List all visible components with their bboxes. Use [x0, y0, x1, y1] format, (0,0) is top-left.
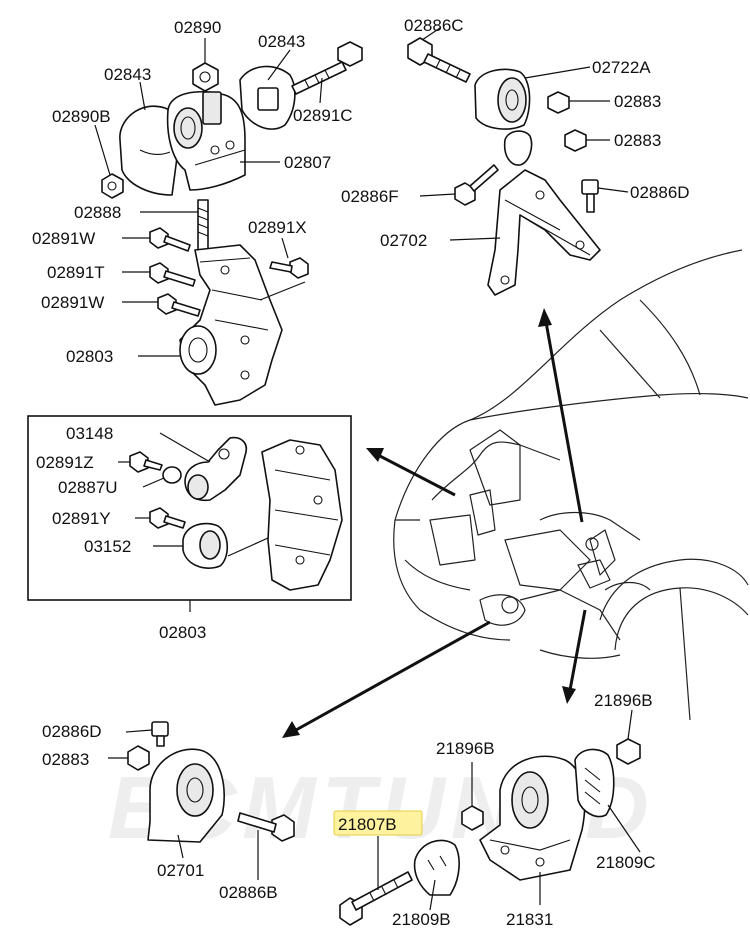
label-21807B: 21807B	[338, 815, 397, 834]
label-02803-top: 02803	[66, 347, 113, 366]
label-02886F: 02886F	[341, 187, 399, 206]
highlight-21807B	[333, 810, 423, 836]
top-left-mount-assembly	[101, 41, 363, 406]
label-21809C: 21809C	[596, 853, 656, 872]
label-21896B-center: 21896B	[436, 739, 495, 758]
label-02890B: 02890B	[52, 107, 111, 126]
label-02888: 02888	[74, 203, 121, 222]
label-02887U: 02887U	[58, 478, 118, 497]
label-02701: 02701	[157, 861, 204, 880]
label-02883-bottom: 02883	[42, 750, 89, 769]
label-02886B: 02886B	[219, 883, 278, 902]
label-02891Z: 02891Z	[36, 453, 94, 472]
label-21831: 21831	[506, 910, 553, 929]
label-02722A: 02722A	[592, 58, 651, 77]
label-02886D-top: 02886D	[630, 183, 690, 202]
label-02803-box: 02803	[159, 623, 206, 642]
label-02883-lower: 02883	[614, 131, 661, 150]
label-02891X: 02891X	[248, 218, 307, 237]
label-02886D-bottom: 02886D	[42, 722, 102, 741]
label-02883-upper: 02883	[614, 92, 661, 111]
bottom-right-leader-lines	[377, 709, 641, 911]
top-right-mount-assembly	[407, 37, 601, 296]
label-02702: 02702	[380, 231, 427, 250]
bottom-right-mount-assembly	[333, 738, 641, 926]
label-02886C: 02886C	[404, 16, 464, 35]
label-02843-left: 02843	[104, 65, 151, 84]
label-02807: 02807	[284, 153, 331, 172]
label-02890: 02890	[174, 18, 221, 37]
direction-arrows	[282, 308, 587, 738]
label-02891C: 02891C	[293, 106, 353, 125]
bottom-left-leader-lines	[108, 729, 259, 880]
label-02891T: 02891T	[47, 263, 105, 282]
label-03148: 03148	[66, 424, 113, 443]
boxed-sub-assembly	[27, 415, 352, 612]
label-21809B: 21809B	[392, 910, 451, 929]
top-right-leader-lines	[419, 27, 629, 241]
top-left-leader-lines	[94, 38, 323, 357]
label-02891W-upper: 02891W	[32, 229, 95, 248]
label-02891Y: 02891Y	[52, 509, 111, 528]
label-02843-right: 02843	[258, 32, 305, 51]
label-03152: 03152	[84, 537, 131, 556]
label-02891W-lower: 02891W	[41, 293, 104, 312]
bottom-left-mount-assembly	[127, 721, 295, 843]
car-body-outline	[393, 249, 749, 721]
part-number-labels: 02890 02843 02843 02890B 02891C 02807 02…	[32, 16, 690, 929]
label-21896B-right: 21896B	[594, 691, 653, 710]
